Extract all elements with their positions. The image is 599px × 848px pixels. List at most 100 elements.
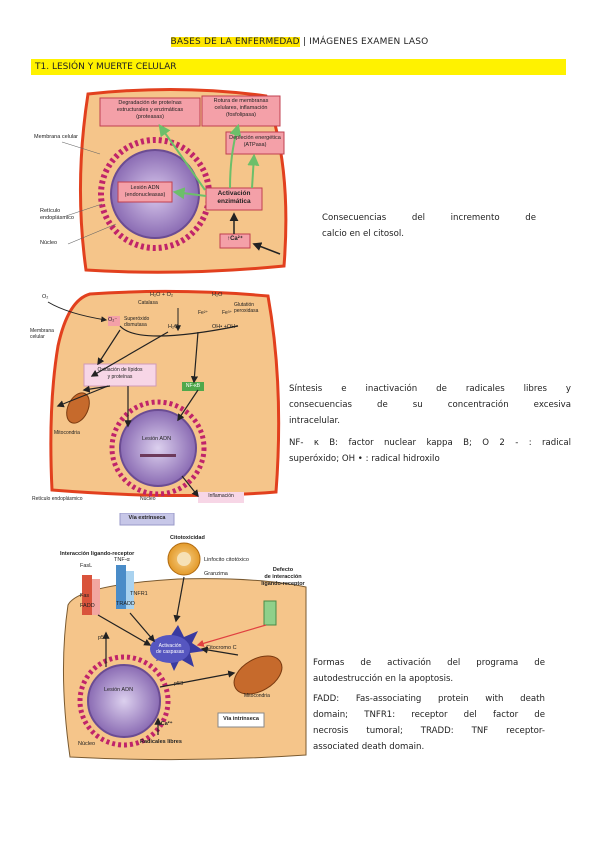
activacion-line2: enzimática [217, 198, 251, 205]
box-endonucleasas-line1: Lesión ADN [130, 185, 160, 191]
figure-apoptosis-svg [62, 512, 307, 761]
figure-calcium: Degradación de proteínas estructurales y… [30, 84, 295, 280]
glutation-label: Glutatión peroxidasa [234, 302, 258, 314]
reticulum-ring [77, 654, 171, 748]
citotoxicidad-label: Citotoxicidad [170, 535, 205, 541]
superoxido-label: Superóxido dismutasa [124, 316, 149, 328]
caption-apoptosis: Formas de activación del programa de aut… [313, 655, 545, 755]
reticulum-ring [109, 399, 207, 497]
reticulo-line1: Retículo [40, 208, 61, 214]
nucleo-label: Núcleo [40, 240, 58, 246]
nucleo3-label: Núcleo [78, 741, 96, 747]
lesion-adn3-label: Lesión ADN [104, 687, 134, 693]
nucleo2-label: Núcleo [140, 496, 156, 502]
p53-a-label: p53 [98, 635, 108, 641]
box-endonucleasas-line2: (endonucleasas) [124, 192, 166, 198]
activacion-caspasas-label: Activación de caspasas [150, 643, 190, 655]
box-atpasa-line2: (ATPasa) [243, 142, 267, 148]
mitocondria2-label: Mitocondria [54, 430, 80, 436]
caption2-line3: intracelular. [289, 416, 340, 426]
figure-calcium-svg [61, 87, 288, 274]
caspasas-line1: Activación [158, 643, 182, 649]
figure-apoptosis: Vía extrínseca Citotoxicidad Interacción… [58, 512, 314, 771]
box-fosfolipasa-line2: celulares, inflamación [214, 105, 268, 111]
membrana2-line2: celular [30, 334, 45, 340]
box-endonucleasas: Lesión ADN (endonucleasas) [118, 185, 172, 199]
defecto-label: Defecto de interacción ligando-receptor [254, 567, 312, 588]
caption3-note-line3: necrosis tumoral; TRADD: TNF receptor- [313, 726, 545, 736]
via-intrinseca-label: Vía intrínseca [223, 716, 259, 722]
header-title-rest: | IMÁGENES EXAMEN LASO [299, 37, 429, 47]
tnf-label: TNF-α [114, 557, 130, 563]
box-proteasas-line1: Degradación de proteínas [118, 100, 182, 106]
caption1-line2: calcio en el citosol. [322, 229, 404, 239]
inflamacion-label: Inflamación [208, 493, 234, 499]
caption2-note-line1: NF- κ B: factor nuclear kappa B; O 2 - :… [289, 438, 571, 448]
citocromo-label: Citocromo C [206, 645, 237, 651]
caption-calcium: Consecuencias del incremento de calcio e… [322, 210, 536, 242]
calcium-label: ↑Ca²⁺ [227, 236, 243, 242]
membrana-label: Membrana celular [34, 134, 79, 140]
o2-label: O₂ [42, 294, 49, 300]
box-fosfolipasa-line3: (fosfolipasa) [226, 112, 256, 118]
defecto-line3: ligando-receptor [261, 581, 305, 587]
oh-label: OH• +OH⁻ [212, 324, 239, 330]
caption2-note-line2: superóxido; OH • : radical hidroxilo [289, 454, 440, 464]
oxidacion-label: Oxidación de lípidos y proteínas [84, 367, 156, 381]
figure-radicals: O₂ O₂⁻ Superóxido dismutasa Catalasa H₂O… [28, 286, 290, 532]
caption3-line1: Formas de activación del programa de [313, 658, 545, 668]
box-fosfolipasa-line1: Rotura de membranas [213, 98, 269, 104]
glutation-line1: Glutatión [234, 302, 255, 308]
h2o-o2-label: H₂O + O₂ [150, 292, 174, 298]
p53-b-label: p53 [174, 681, 184, 687]
caption3-line2: autodestrucción en la apoptosis. [313, 674, 454, 684]
nfkb-label: NF-κB [185, 383, 201, 389]
h2o2-label: H₂O₂ [168, 324, 181, 330]
fadd-label: FADD [80, 603, 95, 609]
section-title: T1. LESIÓN Y MUERTE CELULAR [31, 59, 566, 75]
reticulo-line2: endoplásmico [40, 215, 74, 221]
activacion-line1: Activación [217, 190, 251, 197]
h2o-label: H₂O [212, 292, 223, 298]
catalasa-label: Catalasa [138, 300, 158, 306]
tnfr1-label: TNFR1 [130, 591, 148, 597]
activacion-enzimatica: Activación enzimática [206, 190, 262, 206]
page-header: BASES DE LA ENFERMEDAD | IMÁGENES EXAMEN… [0, 37, 599, 47]
fas-label: Fas [80, 593, 90, 599]
box-proteasas: Degradación de proteínas estructurales y… [100, 100, 200, 121]
header-title-highlight: BASES DE LA ENFERMEDAD [170, 37, 300, 47]
mitochondrion [233, 655, 283, 695]
caspasas-line2: de caspasas [155, 649, 185, 655]
fasl-label: FasL [80, 563, 93, 569]
linfocito-label: Linfocito citotóxico [204, 557, 249, 563]
glutation-line2: peroxidasa [234, 308, 259, 314]
caption3-note-line1: FADD: Fas-associating protein with death [313, 694, 545, 704]
caption1-line1: Consecuencias del incremento de [322, 213, 536, 223]
nucleus [119, 409, 197, 487]
reticulo-label: Retículo endoplásmico [40, 208, 74, 222]
box-atpasa-line1: Depleción energética [229, 135, 281, 141]
nucleus [87, 664, 161, 738]
interaccion-label: Interacción ligando-receptor [60, 551, 135, 557]
box-proteasas-line3: (proteasas) [136, 114, 164, 120]
defecto-line1: Defecto [272, 567, 294, 573]
calcio3-label: ↑Ca²⁺ [158, 721, 173, 727]
caption-radicals: Síntesis e inactivación de radicales lib… [289, 381, 571, 467]
caption2-line1: Síntesis e inactivación de radicales lib… [289, 384, 571, 394]
box-proteasas-line2: estructurales y enzimáticas [116, 107, 184, 113]
via-extrinseca-label: Vía extrínseca [128, 515, 166, 521]
fe2-label: Fe²⁺ [198, 310, 209, 316]
reticulo2-label: Retículo endoplásmico [32, 496, 83, 502]
caption2-line2: consecuencias de su concentración excesi… [289, 400, 571, 410]
caption3-note-line4: associated death domain. [313, 742, 425, 752]
o2-minus-label: O₂⁻ [108, 317, 118, 323]
oxidacion-line1: Oxidación de lípidos [97, 367, 143, 373]
membrana2-label: Membrana celular [30, 328, 54, 340]
mitocondria3-label: Mitocondria [244, 693, 270, 699]
superoxido-line2: dismutasa [124, 322, 147, 328]
oxidacion-line2: y proteínas [107, 374, 133, 380]
fe3-label: Fe³⁺ [222, 310, 233, 316]
tradd-label: TRADD [116, 601, 135, 607]
superoxido-line1: Superóxido [124, 316, 150, 322]
box-fosfolipasa: Rotura de membranas celulares, inflamaci… [202, 98, 280, 119]
